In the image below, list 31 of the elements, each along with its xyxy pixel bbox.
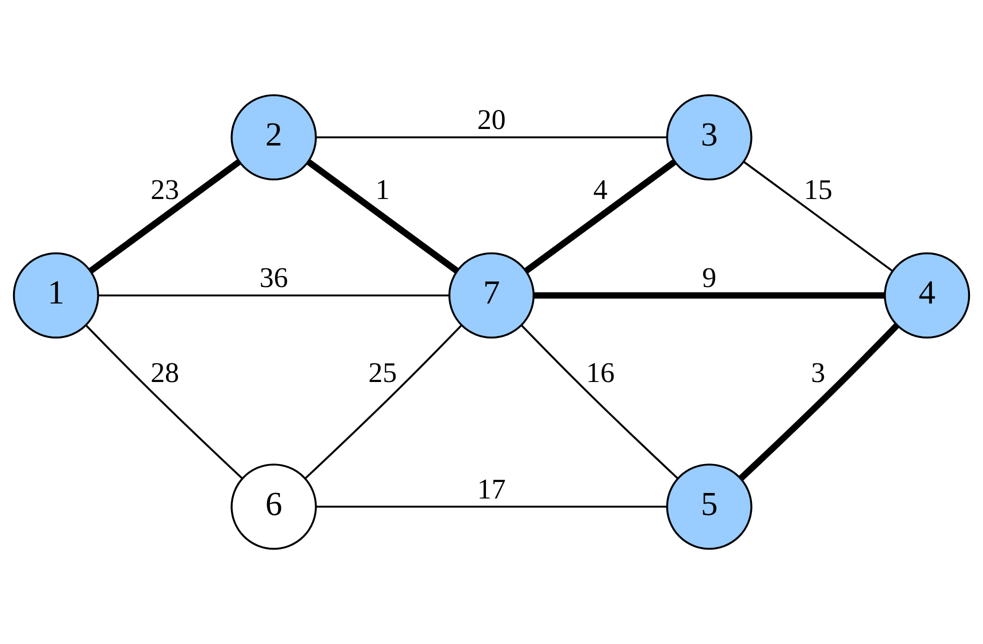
node-circle: 4 <box>884 252 970 339</box>
edge-label: 9 <box>702 263 716 294</box>
node-circle: 1 <box>12 252 100 339</box>
node-circle: 5 <box>666 464 752 550</box>
connector <box>86 324 243 479</box>
edge-label: 4 <box>593 175 608 206</box>
node-circle: 6 <box>230 464 317 550</box>
node-circle: 2 <box>230 94 317 180</box>
connector <box>521 324 678 479</box>
connector <box>316 506 668 508</box>
connector <box>304 324 462 479</box>
edge-label: 23 <box>150 175 180 206</box>
connector <box>534 292 885 299</box>
edge-label: 28 <box>150 358 180 389</box>
edge-label: 17 <box>477 474 506 506</box>
edge-label: 20 <box>477 105 506 136</box>
edge-label: 3 <box>810 358 826 389</box>
connector <box>743 160 894 272</box>
edge-label: 25 <box>368 358 397 389</box>
edge-label: 1 <box>376 175 390 206</box>
edge-label: 16 <box>586 358 615 389</box>
connector <box>738 323 900 481</box>
edge-label: 36 <box>260 263 288 294</box>
connector <box>524 159 677 274</box>
connector <box>306 159 459 274</box>
connector <box>88 159 242 274</box>
edge-label: 15 <box>804 175 832 206</box>
node-circle: 7 <box>448 252 535 339</box>
connector <box>316 136 668 138</box>
node-circle: 3 <box>666 94 752 180</box>
connector <box>98 294 450 296</box>
